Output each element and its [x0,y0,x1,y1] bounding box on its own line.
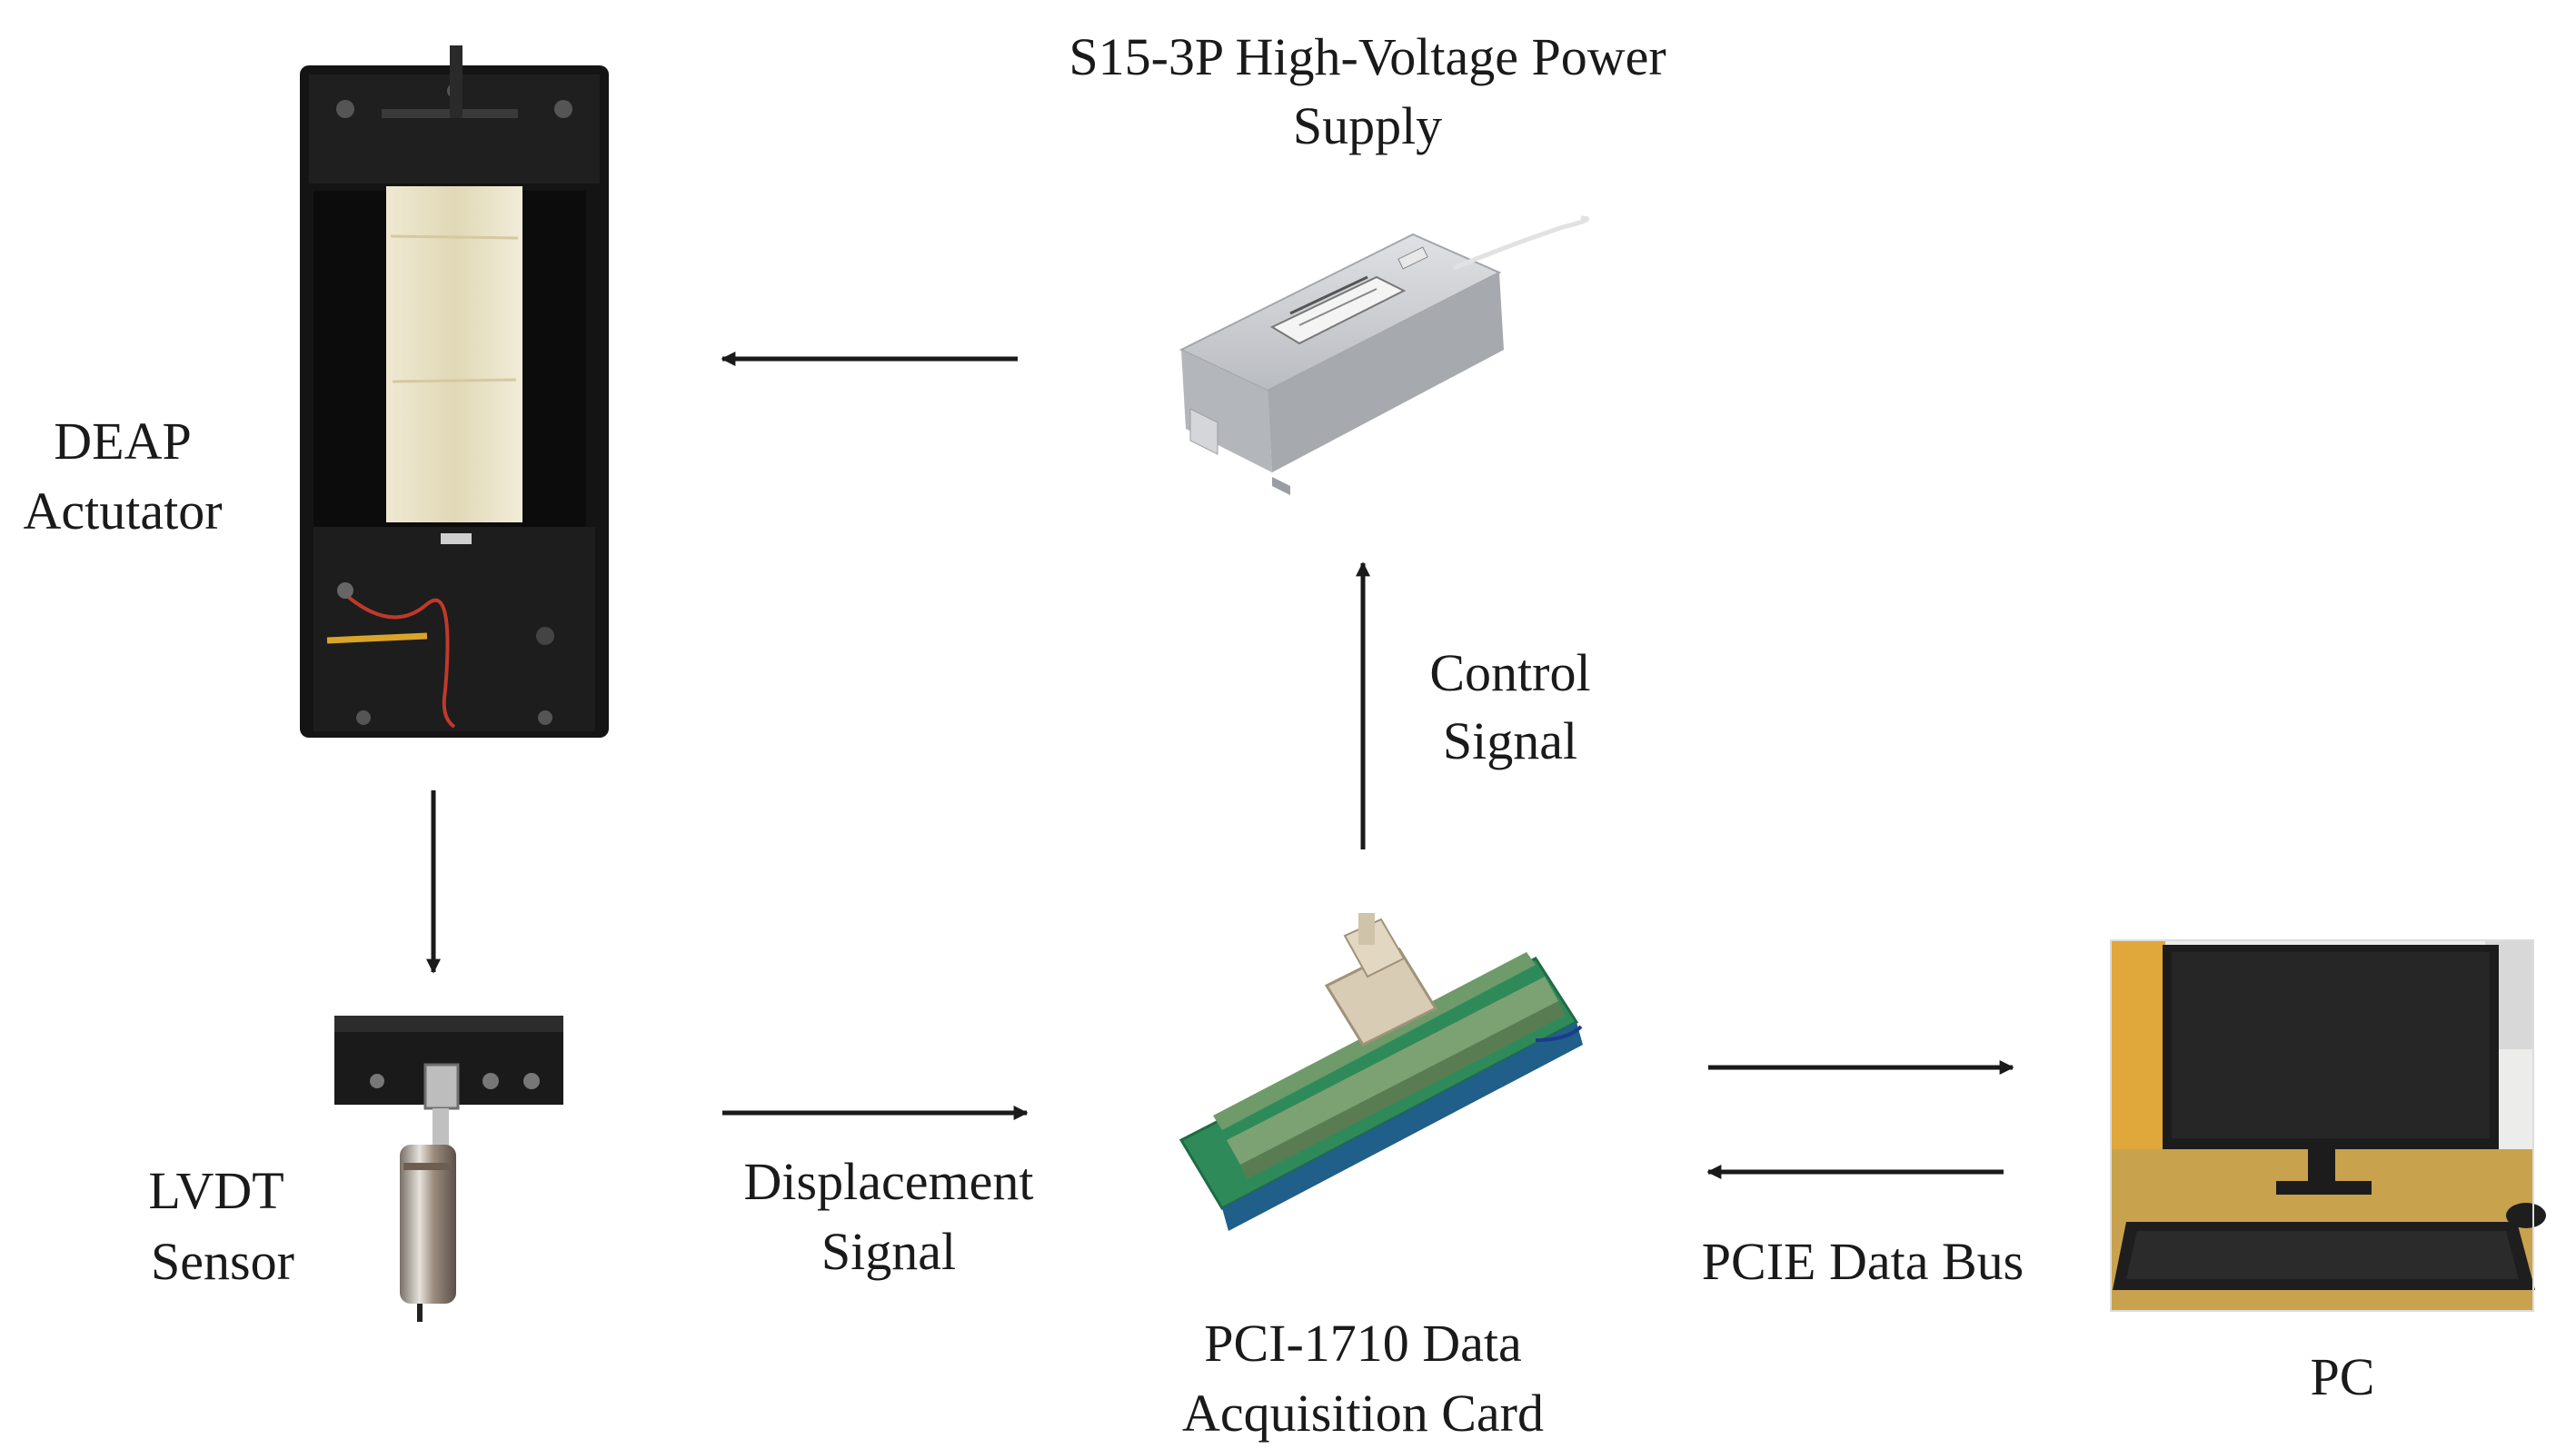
lvdt-label-line1: LVDT [148,1161,283,1220]
power-supply-label-line1: S15-3P High-Voltage Power [1069,27,1666,86]
lvdt-label-line2: Sensor [151,1232,294,1291]
daq-card-label-line2: Acquisition Card [1182,1384,1544,1443]
power-supply-label-line2: Supply [1293,96,1442,155]
displacement-signal-label-line2: Signal [821,1222,956,1281]
displacement-signal-label-line1: Displacement [744,1152,1034,1211]
pc-image [2110,939,2546,1312]
actuator-label-line1: DEAP [54,412,191,471]
lvdt-sensor-image [334,1016,563,1322]
control-signal-label-line2: Signal [1443,711,1577,770]
actuator-label-line2: Actutator [23,481,222,541]
power-supply-image [1179,215,1590,495]
deap-actuator-image [300,45,609,738]
control-signal-label-line1: Control [1429,643,1590,702]
pcie-data-bus-label: PCIE Data Bus [1702,1232,2024,1291]
daq-card-image [1179,913,1583,1231]
pc-label: PC [2311,1347,2375,1406]
daq-card-label-line1: PCI-1710 Data [1204,1314,1522,1373]
